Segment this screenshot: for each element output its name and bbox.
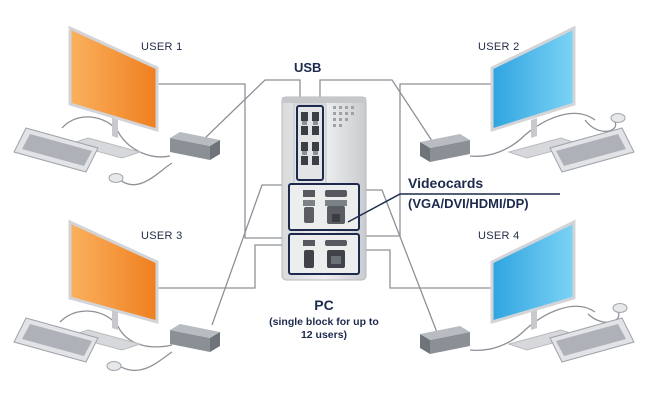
- video-cable-user2: [345, 83, 492, 237]
- video-cable-user4: [345, 249, 492, 289]
- video-cable-user3: [157, 244, 305, 289]
- usb-ports: [296, 105, 324, 181]
- usb-hub-icon-user1: [170, 132, 220, 160]
- videocards-callout: [347, 193, 560, 223]
- keyboard-icon-user4: [549, 317, 635, 363]
- video-cable-user1: [157, 83, 305, 239]
- kbd-cable-4: [469, 305, 596, 351]
- mouse-icon-user1: [108, 173, 124, 183]
- kbd-cable-3: [59, 310, 173, 348]
- pc-note-label: (single block for up to 12 users): [269, 316, 379, 341]
- monitor-icon-user1: [68, 25, 159, 159]
- user4-label: USER 4: [478, 230, 520, 242]
- kbd-cable-1: [61, 116, 171, 158]
- mouse-cable-3: [117, 351, 173, 371]
- keyboard-icon-user2: [549, 127, 635, 173]
- usb-cable-user2: [319, 79, 439, 151]
- keyboard-icon-user3: [13, 317, 99, 363]
- pc-label: PC: [314, 297, 334, 313]
- mouse-icon-user3: [106, 361, 122, 371]
- usb-hub-icon-user3: [170, 324, 220, 352]
- kbd-cable-2: [469, 112, 596, 157]
- videocards-label: Videocards: [408, 175, 484, 191]
- videocard-upper: [288, 183, 360, 231]
- mouse-cable-1: [119, 162, 173, 186]
- usb-label: USB: [294, 60, 322, 75]
- monitor-icon-user2: [490, 25, 581, 159]
- user3-label: USER 3: [141, 230, 183, 242]
- user1-label: USER 1: [141, 41, 183, 53]
- videocards-types-label: (VGA/DVI/HDMI/DP): [408, 196, 529, 211]
- videocard-lower: [288, 233, 360, 275]
- mouse-cable-2: [584, 117, 617, 132]
- usb-cable-user1: [202, 79, 301, 141]
- keyboard-icon-user1: [13, 127, 99, 173]
- usb-hub-icon-user4: [420, 326, 470, 354]
- user2-label: USER 2: [478, 41, 520, 53]
- mouse-icon-user2: [610, 113, 626, 123]
- mouse-icon-user4: [612, 303, 628, 313]
- usb-hub-icon-user2: [420, 134, 470, 162]
